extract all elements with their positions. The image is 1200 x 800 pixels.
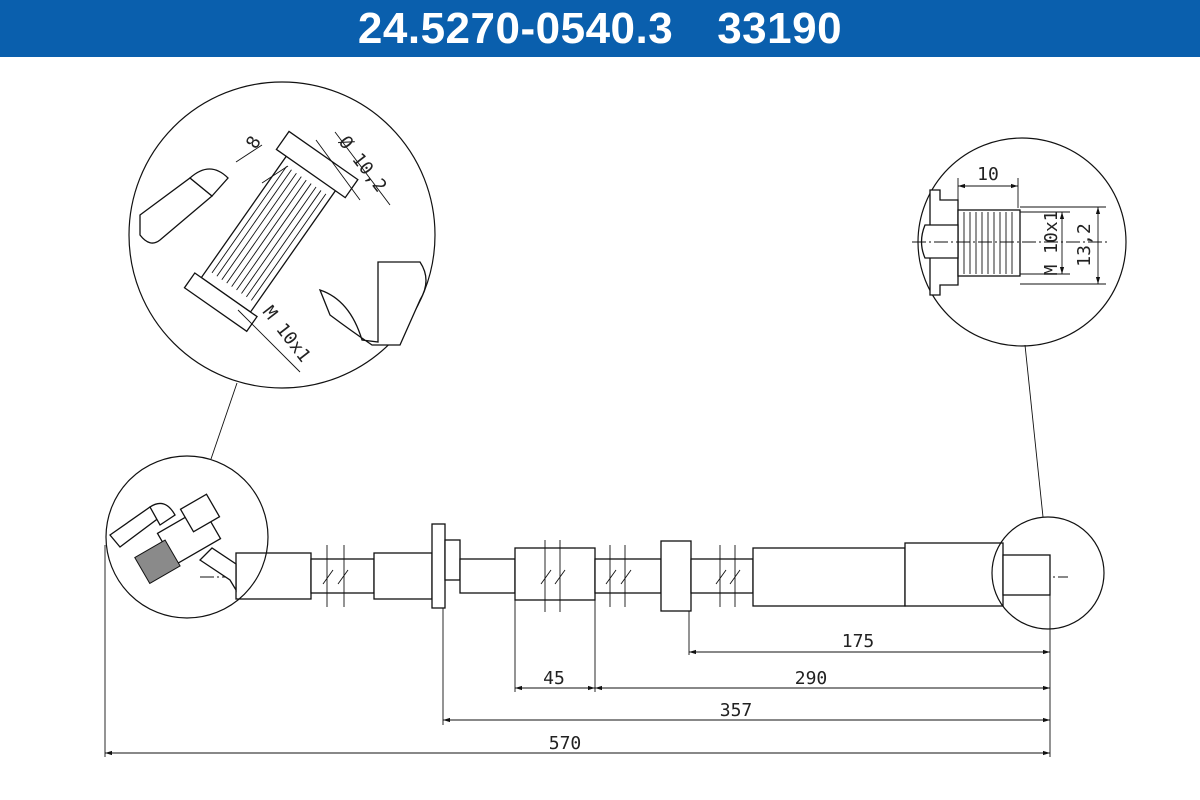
hose-end-left (318, 261, 427, 346)
technical-drawing: 175 45 290 357 570 (104, 81, 1127, 757)
reference-number: 33190 (717, 3, 843, 53)
dim-570: 570 (549, 733, 582, 754)
banjo-fitting-small (109, 493, 237, 593)
detail-circle-left-small (105, 455, 269, 619)
end-fitting-thread (1002, 554, 1051, 596)
detail-right: 10 M 10x1 13,2 (912, 137, 1127, 347)
detail-left-dim-8: 8 (242, 133, 266, 153)
mounting-flange (431, 523, 446, 609)
header-bar: 24.5270-0540.3 33190 (0, 0, 1200, 57)
detail-right-dim-10: 10 (977, 164, 999, 185)
dim-290: 290 (795, 668, 828, 689)
hose-segment-3 (373, 552, 433, 600)
sleeve-45 (514, 547, 596, 601)
end-fitting-body (904, 542, 1004, 607)
pipe-bend-left (189, 168, 229, 197)
dim-45: 45 (543, 668, 565, 689)
hose-segment-2 (310, 558, 375, 594)
detail-right-dim-thread: M 10x1 (1041, 210, 1062, 275)
leader-left (210, 382, 238, 460)
hose-segment-1 (235, 552, 312, 600)
thread-lines-right (963, 212, 1013, 274)
detail-right-dim-13: 13,2 (1074, 223, 1095, 266)
detail-left-dim-thread: M 10x1 (258, 302, 315, 366)
hose-segment-4 (459, 558, 516, 594)
hose-assembly (105, 344, 1105, 630)
dim-175: 175 (842, 631, 875, 652)
flange-collar (444, 539, 461, 581)
part-number: 24.5270-0540.3 (357, 3, 674, 53)
dim-357: 357 (720, 700, 753, 721)
pipe-end-left (139, 177, 214, 244)
detail-circle-left (128, 81, 436, 389)
clamp-collar (660, 540, 692, 612)
dimension-lines: 175 45 290 357 570 (104, 545, 1051, 757)
detail-circle-right-small (991, 516, 1105, 630)
leader-right (1024, 344, 1044, 518)
break-marks (322, 540, 741, 612)
detail-left: 8 Ø 10,2 M 10x1 (128, 81, 436, 389)
end-ferrule (752, 547, 906, 607)
hose-segment-5 (594, 558, 662, 594)
thread-body-right (957, 209, 1021, 277)
cone-seat-right (920, 224, 959, 259)
